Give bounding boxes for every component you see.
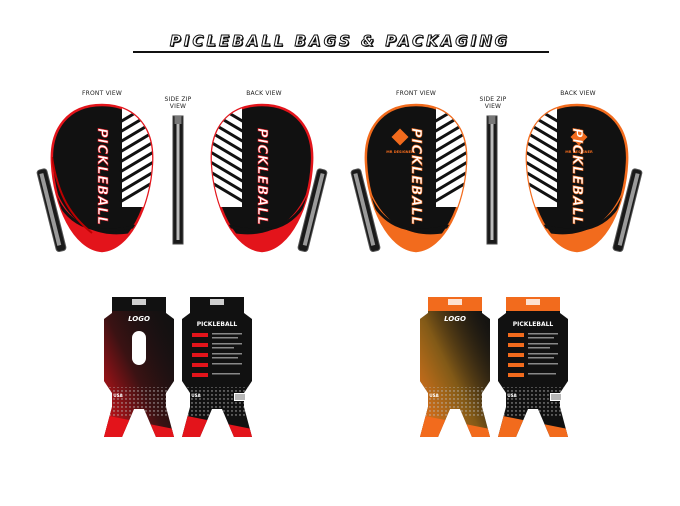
package-badge-text: USA (191, 393, 201, 398)
package-front-red: LOGO USA (104, 297, 174, 437)
page-title: PICLEBALL BAGS & PACKAGING (169, 32, 511, 51)
brand-logo-text: MR DESIGNER (386, 150, 414, 154)
package-logo-text: LOGO (444, 315, 466, 323)
hang-window (132, 331, 146, 365)
side-zip-view-label-red: SIDE ZIP VIEW (148, 96, 208, 110)
title-underline (133, 51, 549, 53)
bag-back-orange: MR DESIGNER PICKLEBALL (525, 103, 643, 253)
side-zip-label-line1: SIDE ZIP (479, 96, 507, 103)
side-zip-view-label-orange: SIDE ZIP VIEW (463, 96, 523, 110)
package-title-text: PICKLEBALL (513, 321, 554, 328)
bag-front-red: PICKLEBALL (36, 103, 154, 253)
back-view-label-red: BACK VIEW (246, 90, 282, 97)
side-zip-label-line2: VIEW (484, 103, 502, 110)
bag-title-text: PICKLEBALL (94, 128, 109, 226)
package-badge-text: USA (507, 393, 517, 398)
bag-back-red: PICKLEBALL (210, 103, 328, 253)
front-view-label-red: FRONT VIEW (81, 90, 122, 97)
brand-logo-text: MR DESIGNER (565, 150, 593, 154)
bag-title-text: PICKLEBALL (569, 128, 584, 226)
package-back-orange: PICKLEBALL USA (498, 297, 568, 437)
side-zip-label-line1: SIDE ZIP (164, 96, 192, 103)
bag-title-text: PICKLEBALL (254, 128, 269, 226)
package-badge-text: USA (429, 393, 439, 398)
brand-logo-icon: MR DESIGNER (565, 128, 593, 154)
package-front-orange: LOGO USA (420, 297, 490, 437)
package-back-red: PICKLEBALL USA (182, 297, 252, 437)
bag-front-orange: MR DESIGNER PICKLEBALL (350, 103, 468, 253)
side-zip-label-line2: VIEW (169, 103, 187, 110)
package-badge-text: USA (113, 393, 123, 398)
side-zip-orange (486, 115, 498, 245)
side-zip-red (172, 115, 184, 245)
front-view-label-orange: FRONT VIEW (395, 90, 436, 97)
package-logo-text: LOGO (128, 315, 150, 323)
back-view-label-orange: BACK VIEW (560, 90, 596, 97)
package-title-text: PICKLEBALL (197, 321, 238, 328)
bag-title-text: PICKLEBALL (408, 128, 423, 226)
